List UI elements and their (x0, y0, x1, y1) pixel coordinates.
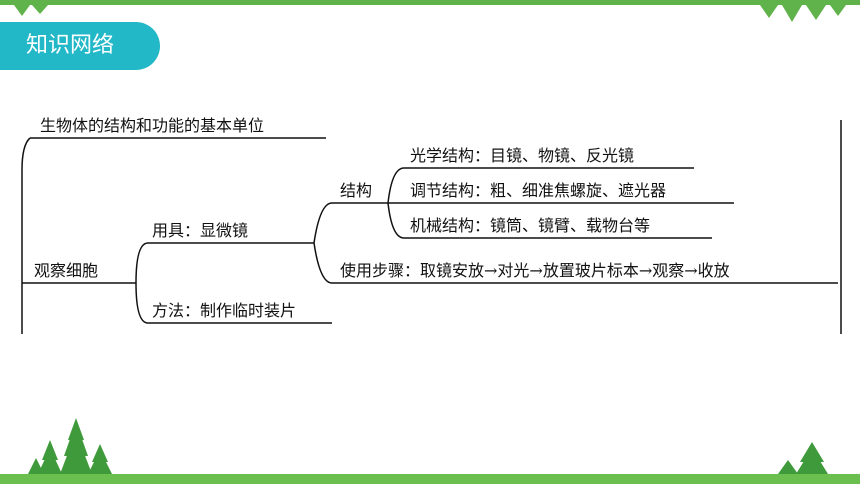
top-accent-bar (0, 0, 860, 5)
mechanical-structure-node: 机械结构：镜筒、镜臂、载物台等 (410, 216, 651, 235)
page-title: 知识网络 (0, 22, 160, 70)
mind-map-lines (21, 120, 842, 334)
usage-steps-node: 使用步骤：取镜安放→对光→放置玻片标本→观察→收放 (340, 261, 730, 280)
tree-icon (28, 418, 112, 474)
tool-node: 用具：显微镜 (152, 221, 249, 240)
adjust-structure-node: 调节结构：粗、细准焦螺旋、遮光器 (410, 181, 667, 200)
triangle-bunting-icon (14, 5, 846, 22)
bottom-accent-bar (0, 474, 860, 484)
structure-node: 结构 (340, 181, 373, 200)
tree-icon (778, 442, 828, 474)
method-node: 方法：制作临时装片 (152, 301, 297, 320)
unit-node: 生物体的结构和功能的基本单位 (40, 116, 265, 135)
optical-structure-node: 光学结构：目镜、物镜、反光镜 (410, 146, 635, 165)
observe-cell-node: 观察细胞 (34, 261, 99, 280)
